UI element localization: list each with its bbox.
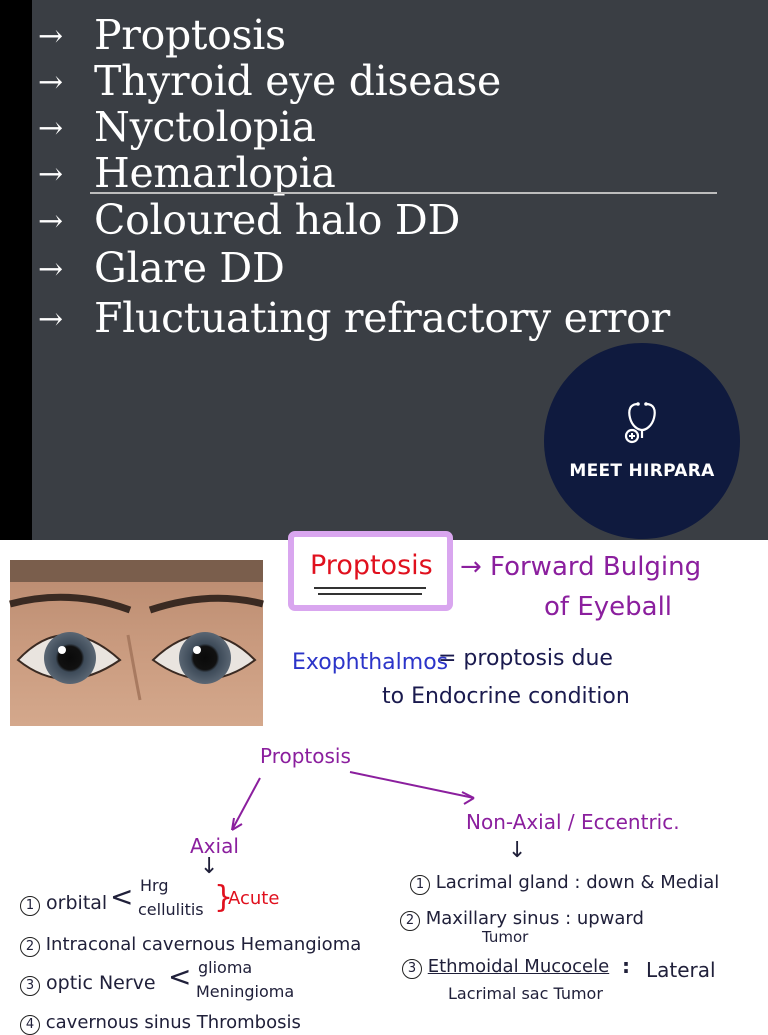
axial-item: 3 optic Nerve <box>20 972 156 996</box>
arrow-icon: → <box>38 19 63 54</box>
non-axial-label: Non-Axial / Eccentric. <box>466 810 680 834</box>
axial-item: 2 Intraconal cavernous Hemangioma <box>20 934 361 957</box>
bullet-item: → Fluctuating refractory error <box>38 295 670 343</box>
arrow-icon: → <box>38 111 63 146</box>
arrow-icon: → <box>38 252 63 287</box>
axial-item: 4 cavernous sinus Thrombosis <box>20 1012 301 1035</box>
maxillary-sub: Tumor <box>482 928 529 946</box>
bullet-text: Fluctuating refractory error <box>94 294 670 342</box>
definition-line-2: of Eyeball <box>544 592 673 622</box>
definition-line-1: → Forward Bulging <box>460 552 702 582</box>
axial-item: 1 orbital <box>20 892 107 916</box>
bullet-item: → Glare DD <box>38 245 285 293</box>
exophthalmos-def-1: = proptosis due <box>438 646 613 671</box>
arrow-icon: → <box>38 65 63 100</box>
exophthalmos-term: Exophthalmos <box>292 650 449 675</box>
ethmoid-note: Lateral <box>646 958 716 982</box>
bullet-text: Thyroid eye disease <box>94 57 502 105</box>
bullet-text: Coloured halo DD <box>94 196 461 244</box>
colon-mark: : <box>622 954 630 978</box>
bullet-text: Hemarlopia <box>94 149 336 197</box>
bracket-icon: < <box>168 960 192 993</box>
arrow-icon: → <box>38 157 63 192</box>
proptosis-eye-photo <box>9 560 264 726</box>
orbital-sub-2: cellulitis <box>138 900 204 919</box>
ethmoid-sub: Lacrimal sac Tumor <box>448 984 603 1003</box>
down-arrow-icon: ↓ <box>508 838 527 863</box>
axial-label: Axial <box>190 834 239 858</box>
arrow-icon: → <box>38 204 63 239</box>
heading-proptosis: Proptosis <box>310 550 433 581</box>
nonaxial-item: 2 Maxillary sinus : upward <box>400 908 644 931</box>
bullet-item: → Thyroid eye disease <box>38 58 501 106</box>
tree-branches <box>231 771 475 831</box>
bullet-text: Proptosis <box>94 11 286 59</box>
orbital-sub-1: Hrg <box>140 876 169 895</box>
bullet-item: → Hemarlopia <box>38 150 336 198</box>
heading-box <box>288 531 453 611</box>
acute-label: Acute <box>228 888 280 909</box>
bracket-icon: < <box>110 880 134 913</box>
bullet-item: → Coloured halo DD <box>38 197 460 245</box>
optic-sub-2: Meningioma <box>196 982 295 1001</box>
bullet-item: → Proptosis <box>38 12 286 60</box>
nonaxial-item: 1 Lacrimal gland : down & Medial <box>410 872 719 895</box>
optic-sub-1: glioma <box>198 958 253 977</box>
channel-logo: MEET HIRPARA <box>544 343 740 539</box>
bullet-item: → Nyctolopia <box>38 104 316 152</box>
arrow-icon: → <box>38 302 63 337</box>
underline-rule <box>90 192 717 194</box>
nonaxial-item: 3 Ethmoidal Mucocele <box>402 956 609 979</box>
down-arrow-icon: ↓ <box>200 854 219 879</box>
lecture-slide: → Proptosis → Thyroid eye disease → Nyctolo… <box>0 0 768 540</box>
handwritten-notes: Proptosis → Forward Bulging of Eyeball E… <box>0 531 768 1035</box>
stethoscope-icon <box>624 402 656 444</box>
tree-root: Proptosis <box>260 744 351 768</box>
exophthalmos-def-2: to Endocrine condition <box>382 684 630 709</box>
bullet-text: Nyctolopia <box>94 103 316 151</box>
logo-text: MEET HIRPARA <box>569 461 715 481</box>
bullet-text: Glare DD <box>94 244 285 292</box>
brace-icon: } <box>214 880 234 915</box>
